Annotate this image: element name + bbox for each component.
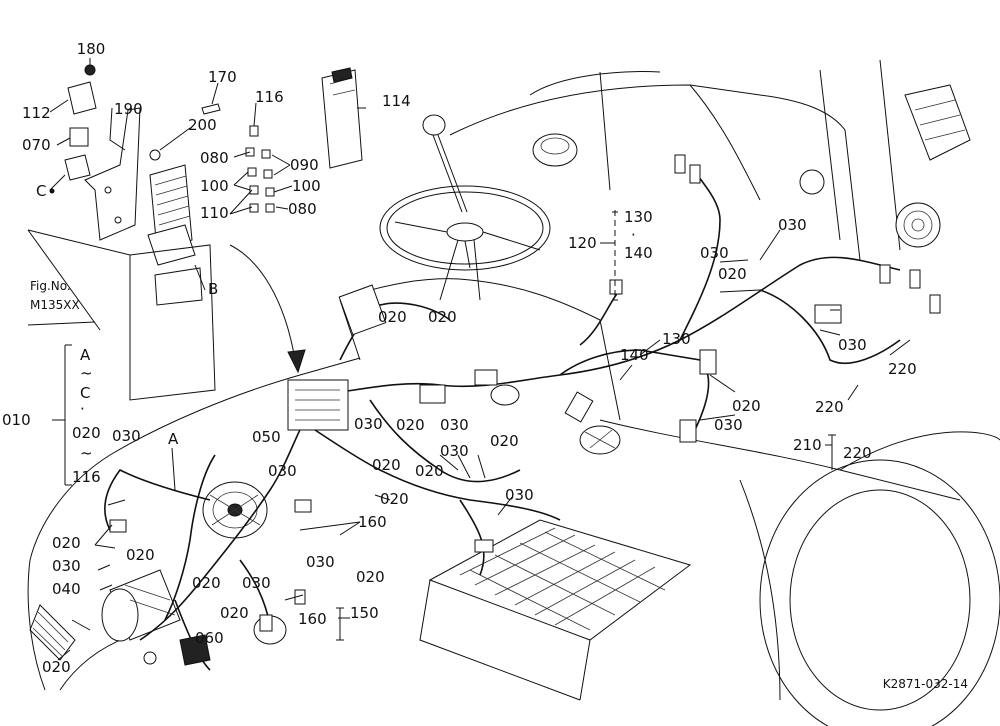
callout-114: 114 <box>382 92 411 110</box>
callout-220-upper: 220 <box>888 360 917 378</box>
callout-C: C <box>36 182 46 200</box>
callout-020-lower-right: 020 <box>356 568 385 586</box>
range-dot: · <box>80 400 85 418</box>
callout-100-left: 100 <box>200 177 229 195</box>
callout-030-center-c: 030 <box>440 442 469 460</box>
callout-010: 010 <box>2 411 31 429</box>
drawing-code: K2871-032-14 <box>883 677 968 691</box>
callout-140-mid: 140 <box>620 346 649 364</box>
callout-080-upper: 080 <box>200 149 229 167</box>
callout-040: 040 <box>52 580 81 598</box>
callout-020-bottom-left: 020 <box>42 658 71 676</box>
callout-110: 110 <box>200 204 229 222</box>
callout-030-front-b: 030 <box>52 557 81 575</box>
callout-020-lower-mid: 020 <box>192 574 221 592</box>
callout-070: 070 <box>22 136 51 154</box>
callout-030-engine: 030 <box>268 462 297 480</box>
callout-060: 060 <box>195 629 224 647</box>
callout-050: 050 <box>252 428 281 446</box>
callout-020-bottom-a: 020 <box>220 604 249 622</box>
callout-112: 112 <box>22 104 51 122</box>
callout-140-top: 140 <box>624 244 653 262</box>
callout-210: 210 <box>793 436 822 454</box>
callout-030-step: 030 <box>505 486 534 504</box>
callout-030-side: 030 <box>838 336 867 354</box>
callout-130-mid: 130 <box>662 330 691 348</box>
range-116: 116 <box>72 468 101 486</box>
callout-220-mid: 220 <box>815 398 844 416</box>
callout-200: 200 <box>188 116 217 134</box>
callout-020-center-b: 020 <box>490 432 519 450</box>
callout-dot <box>49 188 55 194</box>
callout-020-center-a: 020 <box>396 416 425 434</box>
range-A: A <box>80 346 91 364</box>
callout-020-dash-right: 020 <box>428 308 457 326</box>
callout-180: 180 <box>77 40 106 58</box>
figure-ref-label: Fig.No. <box>30 279 71 293</box>
callout-030-center-b: 030 <box>440 416 469 434</box>
callout-030-right: 030 <box>714 416 743 434</box>
callout-130-top: 130 <box>624 208 653 226</box>
callout-020-front-b: 020 <box>126 546 155 564</box>
callout-dot-mid: · <box>631 226 636 244</box>
callout-030-front: 030 <box>112 427 141 445</box>
callout-030-rear: 030 <box>778 216 807 234</box>
callout-100-right: 100 <box>292 177 321 195</box>
callout-020-rear: 020 <box>718 265 747 283</box>
figure-ref-number: M135XX <box>30 298 80 312</box>
callout-220-lower: 220 <box>843 444 872 462</box>
callout-020-front-a: 020 <box>52 534 81 552</box>
range-tilde-1: ~ <box>80 364 93 382</box>
callout-labels: 180 112 190 070 C 200 170 116 114 080 09… <box>2 40 968 691</box>
callout-030-lower: 030 <box>306 553 335 571</box>
callout-020-center-d: 020 <box>415 462 444 480</box>
callout-160-upper: 160 <box>358 513 387 531</box>
callout-080-lower: 080 <box>288 200 317 218</box>
leader-lines <box>27 58 911 661</box>
callout-160-lower: 160 <box>298 610 327 628</box>
callout-190: 190 <box>114 100 143 118</box>
callout-030-center-a: 030 <box>354 415 383 433</box>
callout-090: 090 <box>290 156 319 174</box>
callout-116: 116 <box>255 88 284 106</box>
range-C: C <box>80 384 90 402</box>
wire-harness <box>104 154 941 671</box>
callout-170: 170 <box>208 68 237 86</box>
callout-020-center-c: 020 <box>372 456 401 474</box>
callout-150: 150 <box>350 604 379 622</box>
callout-030-lower-mid: 030 <box>242 574 271 592</box>
callout-A: A <box>168 430 179 448</box>
exploded-parts <box>64 64 363 401</box>
callout-030-mid: 030 <box>700 244 729 262</box>
callout-020-right: 020 <box>732 397 761 415</box>
tractor-body-outline <box>27 59 1000 726</box>
callout-120: 120 <box>568 234 597 252</box>
callout-B: B <box>208 280 218 298</box>
callout-020-lower-center: 020 <box>380 490 409 508</box>
range-020: 020 <box>72 424 101 442</box>
range-tilde-2: ~ <box>80 444 93 462</box>
callout-020-dash-left: 020 <box>378 308 407 326</box>
